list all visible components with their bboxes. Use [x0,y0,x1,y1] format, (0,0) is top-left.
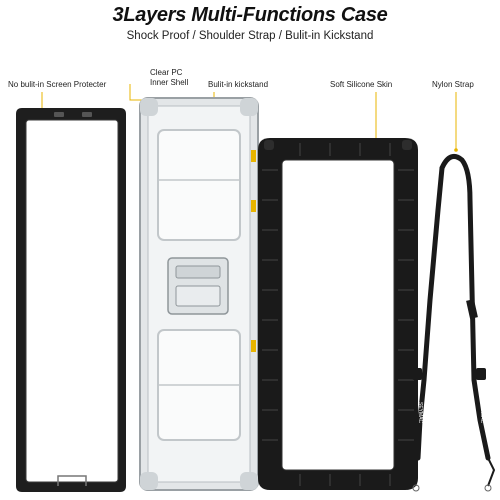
label-clear-pc-line1: Clear PC [150,68,183,77]
label-kickstand: Bulit-in kickstand [208,80,269,89]
page-title: 3Layers Multi-Functions Case [112,4,388,26]
label-strap: Nylon Strap [432,80,474,89]
strap-brand-left: SEYMAC [417,402,423,424]
screen-protector-frame [16,108,126,492]
label-clear-pc-line2: Inner Shell [150,78,189,87]
page-subtitle: Shock Proof / Shoulder Strap / Bulit-in … [126,30,374,42]
nylon-strap: SEYMAC SEYMAC [408,153,496,492]
label-screen-protector: No bulit-in Screen Protecter [8,80,107,89]
clear-pc-shell [139,97,259,491]
strap-brand-right: SEYMAC [479,402,485,424]
label-silicone: Soft Silicone Skin [330,80,393,89]
silicone-skin [258,138,418,490]
